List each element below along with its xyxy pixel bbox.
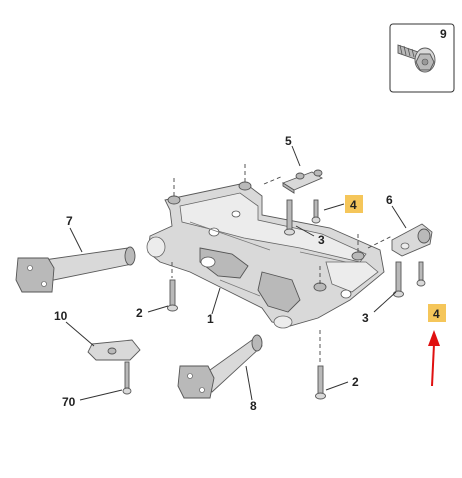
red-arrow-icon	[428, 330, 440, 387]
callout-10: 10	[54, 309, 68, 323]
bolt-70	[122, 361, 132, 395]
highlight-badge	[345, 195, 363, 213]
bolt-4-lower	[416, 261, 426, 287]
highlight-badge	[428, 304, 446, 322]
inset-bolt-panel: 9	[389, 23, 455, 93]
front-subframe	[146, 181, 385, 329]
callout-4-upper: 4	[350, 198, 357, 212]
bracket-10	[87, 339, 141, 361]
callout-labels: 5 4 6 7 3 2 1 10 3 4 70 2 8	[54, 134, 446, 413]
assembly-guide-lines	[171, 164, 393, 364]
callout-8: 8	[250, 399, 257, 413]
bolt-2-lower	[315, 365, 326, 400]
bolt-with-washer-icon	[397, 44, 436, 73]
bracket-6	[391, 223, 433, 257]
callout-1: 1	[207, 312, 214, 326]
callout-3-lower: 3	[362, 311, 369, 325]
callout-6: 6	[386, 193, 393, 207]
bolt-4-upper	[311, 199, 321, 224]
callout-2-lower: 2	[352, 375, 359, 389]
bolt-2-left	[167, 279, 178, 312]
bracket-5	[282, 169, 323, 194]
inset-label: 9	[440, 27, 447, 41]
callout-5: 5	[285, 134, 292, 148]
leader-lines	[65, 145, 407, 401]
callout-4-lower: 4	[433, 307, 440, 321]
arm-7	[15, 246, 136, 293]
bolt-3-upper	[284, 199, 295, 236]
callout-7: 7	[66, 214, 73, 228]
callout-2-left: 2	[136, 306, 143, 320]
callout-3-upper: 3	[318, 233, 325, 247]
arm-8	[177, 334, 263, 399]
bolt-3-lower	[393, 261, 404, 298]
callout-70: 70	[62, 395, 76, 409]
